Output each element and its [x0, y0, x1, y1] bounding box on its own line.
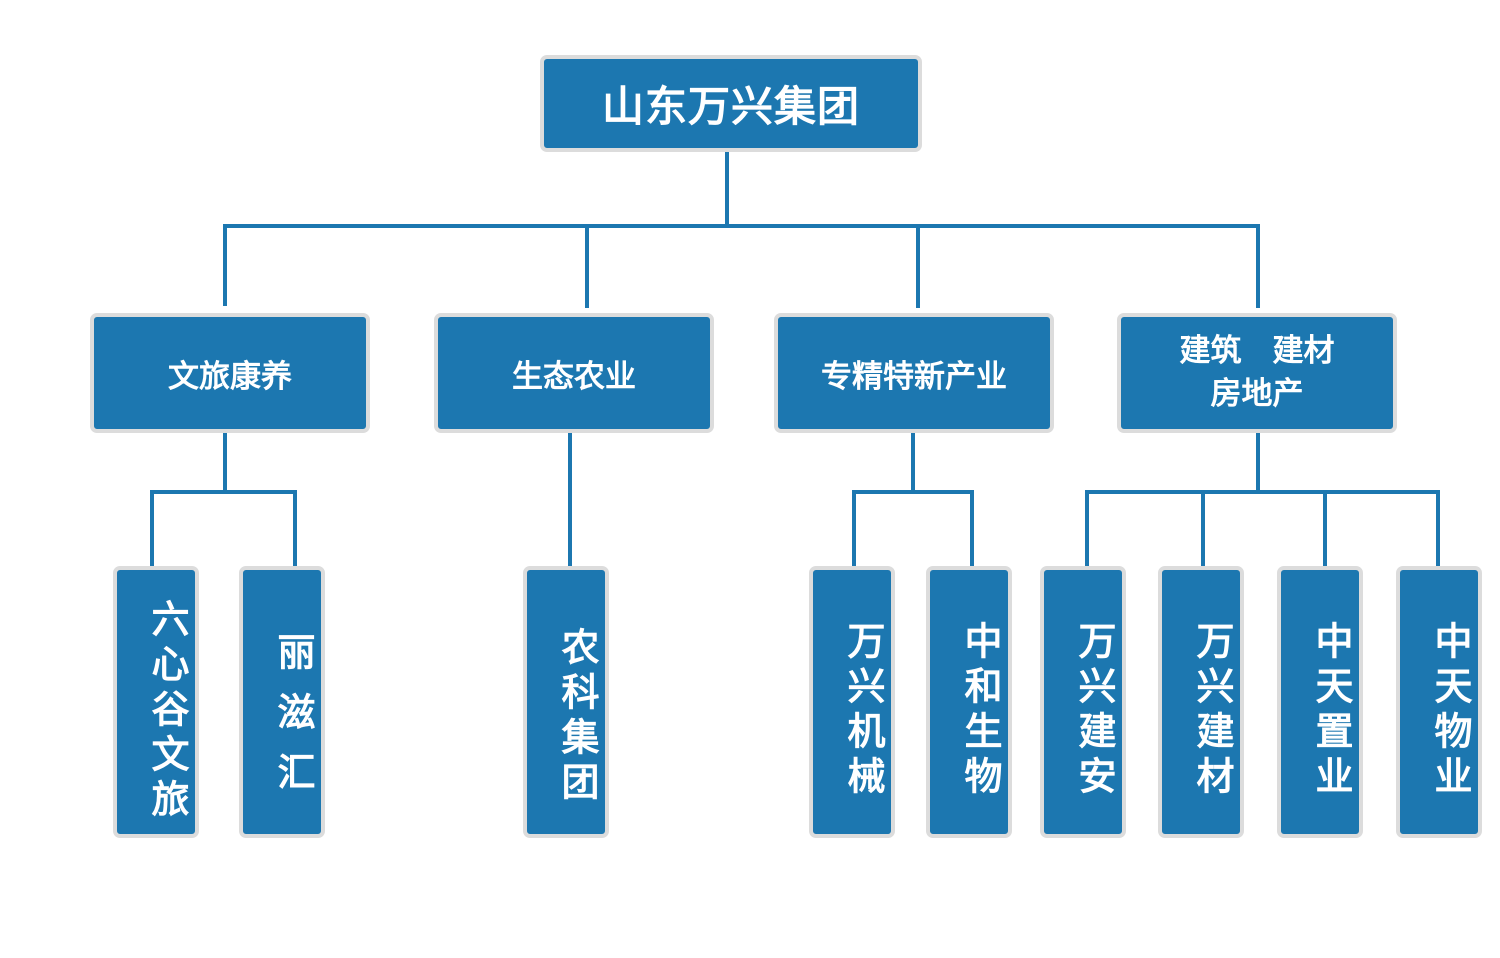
- sector-node-construction-realestate: 建筑 建材 房地产: [1117, 313, 1397, 433]
- leaf-label: 农科集团: [555, 627, 599, 807]
- leaf-label: 中天物业: [1428, 621, 1472, 801]
- leaf-node-nongke: 农科集团: [523, 566, 609, 838]
- sector-label-line-2: 房地产: [1210, 376, 1304, 412]
- leaf-node-lizihui: 丽滋汇: [239, 566, 325, 838]
- leaf-label: 中和生物: [958, 621, 1002, 801]
- leaf-label: 六心谷文旅: [145, 598, 189, 824]
- sector-node-eco-agriculture: 生态农业: [434, 313, 714, 433]
- sector-label-line-1: 建筑 建材: [1179, 333, 1335, 369]
- sector-label: 生态农业: [512, 358, 636, 395]
- leaf-label: 万兴建安: [1072, 621, 1116, 801]
- leaf-node-wanxing-jianan: 万兴建安: [1040, 566, 1126, 838]
- leaf-node-zhonghe-bio: 中和生物: [926, 566, 1012, 838]
- leaf-node-wanxing-materials: 万兴建材: [1158, 566, 1244, 838]
- root-node: 山东万兴集团: [540, 55, 922, 152]
- leaf-label: 丽滋汇: [271, 632, 315, 812]
- sector-node-specialized-industry: 专精特新产业: [774, 313, 1054, 433]
- leaf-label: 中天置业: [1309, 621, 1353, 801]
- leaf-node-zhongtian-property: 中天置业: [1277, 566, 1363, 838]
- root-label: 山东万兴集团: [601, 82, 860, 131]
- sector-label: 专精特新产业: [821, 358, 1007, 395]
- leaf-label: 万兴机械: [841, 621, 885, 801]
- sector-node-culture-tourism: 文旅康养: [90, 313, 370, 433]
- leaf-node-wanxing-machinery: 万兴机械: [809, 566, 895, 838]
- leaf-node-liuxingu: 六心谷文旅: [113, 566, 199, 838]
- leaf-label: 万兴建材: [1190, 621, 1234, 801]
- leaf-node-zhongtian-management: 中天物业: [1396, 566, 1482, 838]
- sector-label: 文旅康养: [168, 358, 292, 395]
